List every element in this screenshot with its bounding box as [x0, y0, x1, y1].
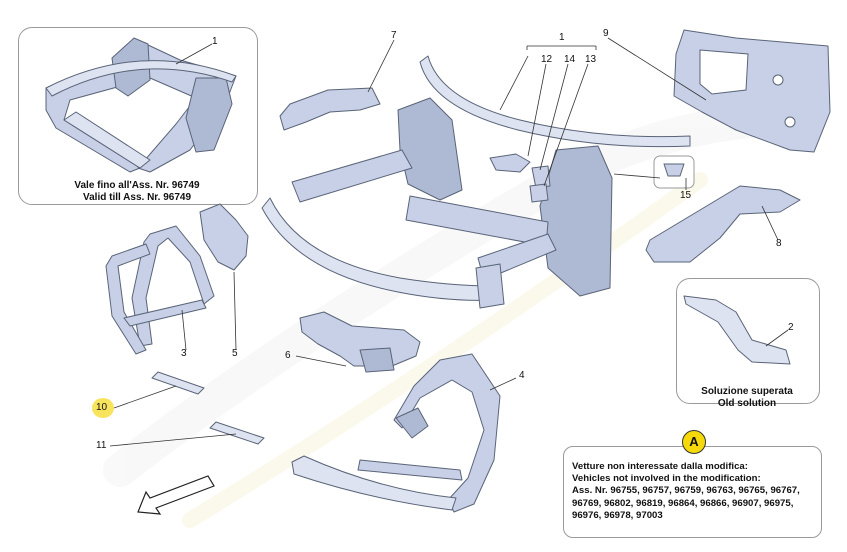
- callout-2: 2: [788, 322, 794, 333]
- part-4: [291, 353, 501, 513]
- part-5: [199, 203, 249, 271]
- callout-6: 6: [285, 350, 291, 361]
- inset-frame-part: [45, 37, 237, 173]
- note-badge: A: [682, 430, 706, 454]
- note-line-1: Vetture non interessate dalla modifica:: [572, 461, 748, 472]
- part-3: [105, 225, 215, 355]
- note-text: Vetture non interessate dalla modifica: …: [572, 461, 800, 522]
- part-14: [529, 183, 549, 203]
- callout-10: 10: [96, 402, 108, 413]
- callout-1-inset: 1: [212, 36, 218, 47]
- callout-11: 11: [96, 440, 107, 451]
- part-2: [683, 295, 791, 365]
- part-15: [663, 163, 685, 177]
- callout-10-highlight: [92, 398, 114, 418]
- callout-13: 13: [585, 54, 597, 65]
- callout-8: 8: [776, 238, 782, 249]
- note-line-2: Vehicles not involved in the modificatio…: [572, 473, 761, 485]
- note-line-4: 96769, 96802, 96819, 96864, 96866, 96907…: [572, 497, 794, 509]
- callout-4: 4: [519, 370, 525, 381]
- callout-1-main: 1: [559, 32, 565, 43]
- callout-7: 7: [391, 30, 397, 41]
- inset-caption-old-solution: Soluzione superata Old solution: [676, 386, 818, 410]
- callout-15: 15: [680, 190, 692, 201]
- inset-caption-valid-till: Vale fino all'Ass. Nr. 96749 Valid till …: [18, 180, 256, 204]
- part-8: [645, 185, 801, 263]
- main-frame-part: [261, 55, 691, 309]
- part-11: [209, 421, 265, 445]
- direction-arrow: [137, 475, 215, 515]
- old-solution-line-1: Soluzione superata: [701, 386, 793, 397]
- inset-caption-line-2: Valid till Ass. Nr. 96749: [82, 192, 192, 203]
- note-line-5: 96976, 96978, 97003: [572, 509, 663, 521]
- old-solution-line-2: Old solution: [717, 398, 777, 409]
- leader-lines: [109, 37, 789, 447]
- callout-5: 5: [232, 348, 238, 359]
- part-10: [151, 371, 205, 395]
- callout-3: 3: [181, 348, 187, 359]
- callout-12: 12: [541, 54, 553, 65]
- part-7: [279, 87, 381, 131]
- note-line-3: Ass. Nr. 96755, 96757, 96759, 96763, 967…: [572, 485, 800, 497]
- part-6: [299, 311, 421, 373]
- part-12: [489, 153, 531, 173]
- inset-caption-line-1: Vale fino all'Ass. Nr. 96749: [74, 180, 200, 191]
- callout-9: 9: [603, 28, 609, 39]
- callout-14: 14: [564, 54, 576, 65]
- part-9: [673, 29, 831, 153]
- note-box: Vetture non interessate dalla modifica: …: [563, 446, 822, 538]
